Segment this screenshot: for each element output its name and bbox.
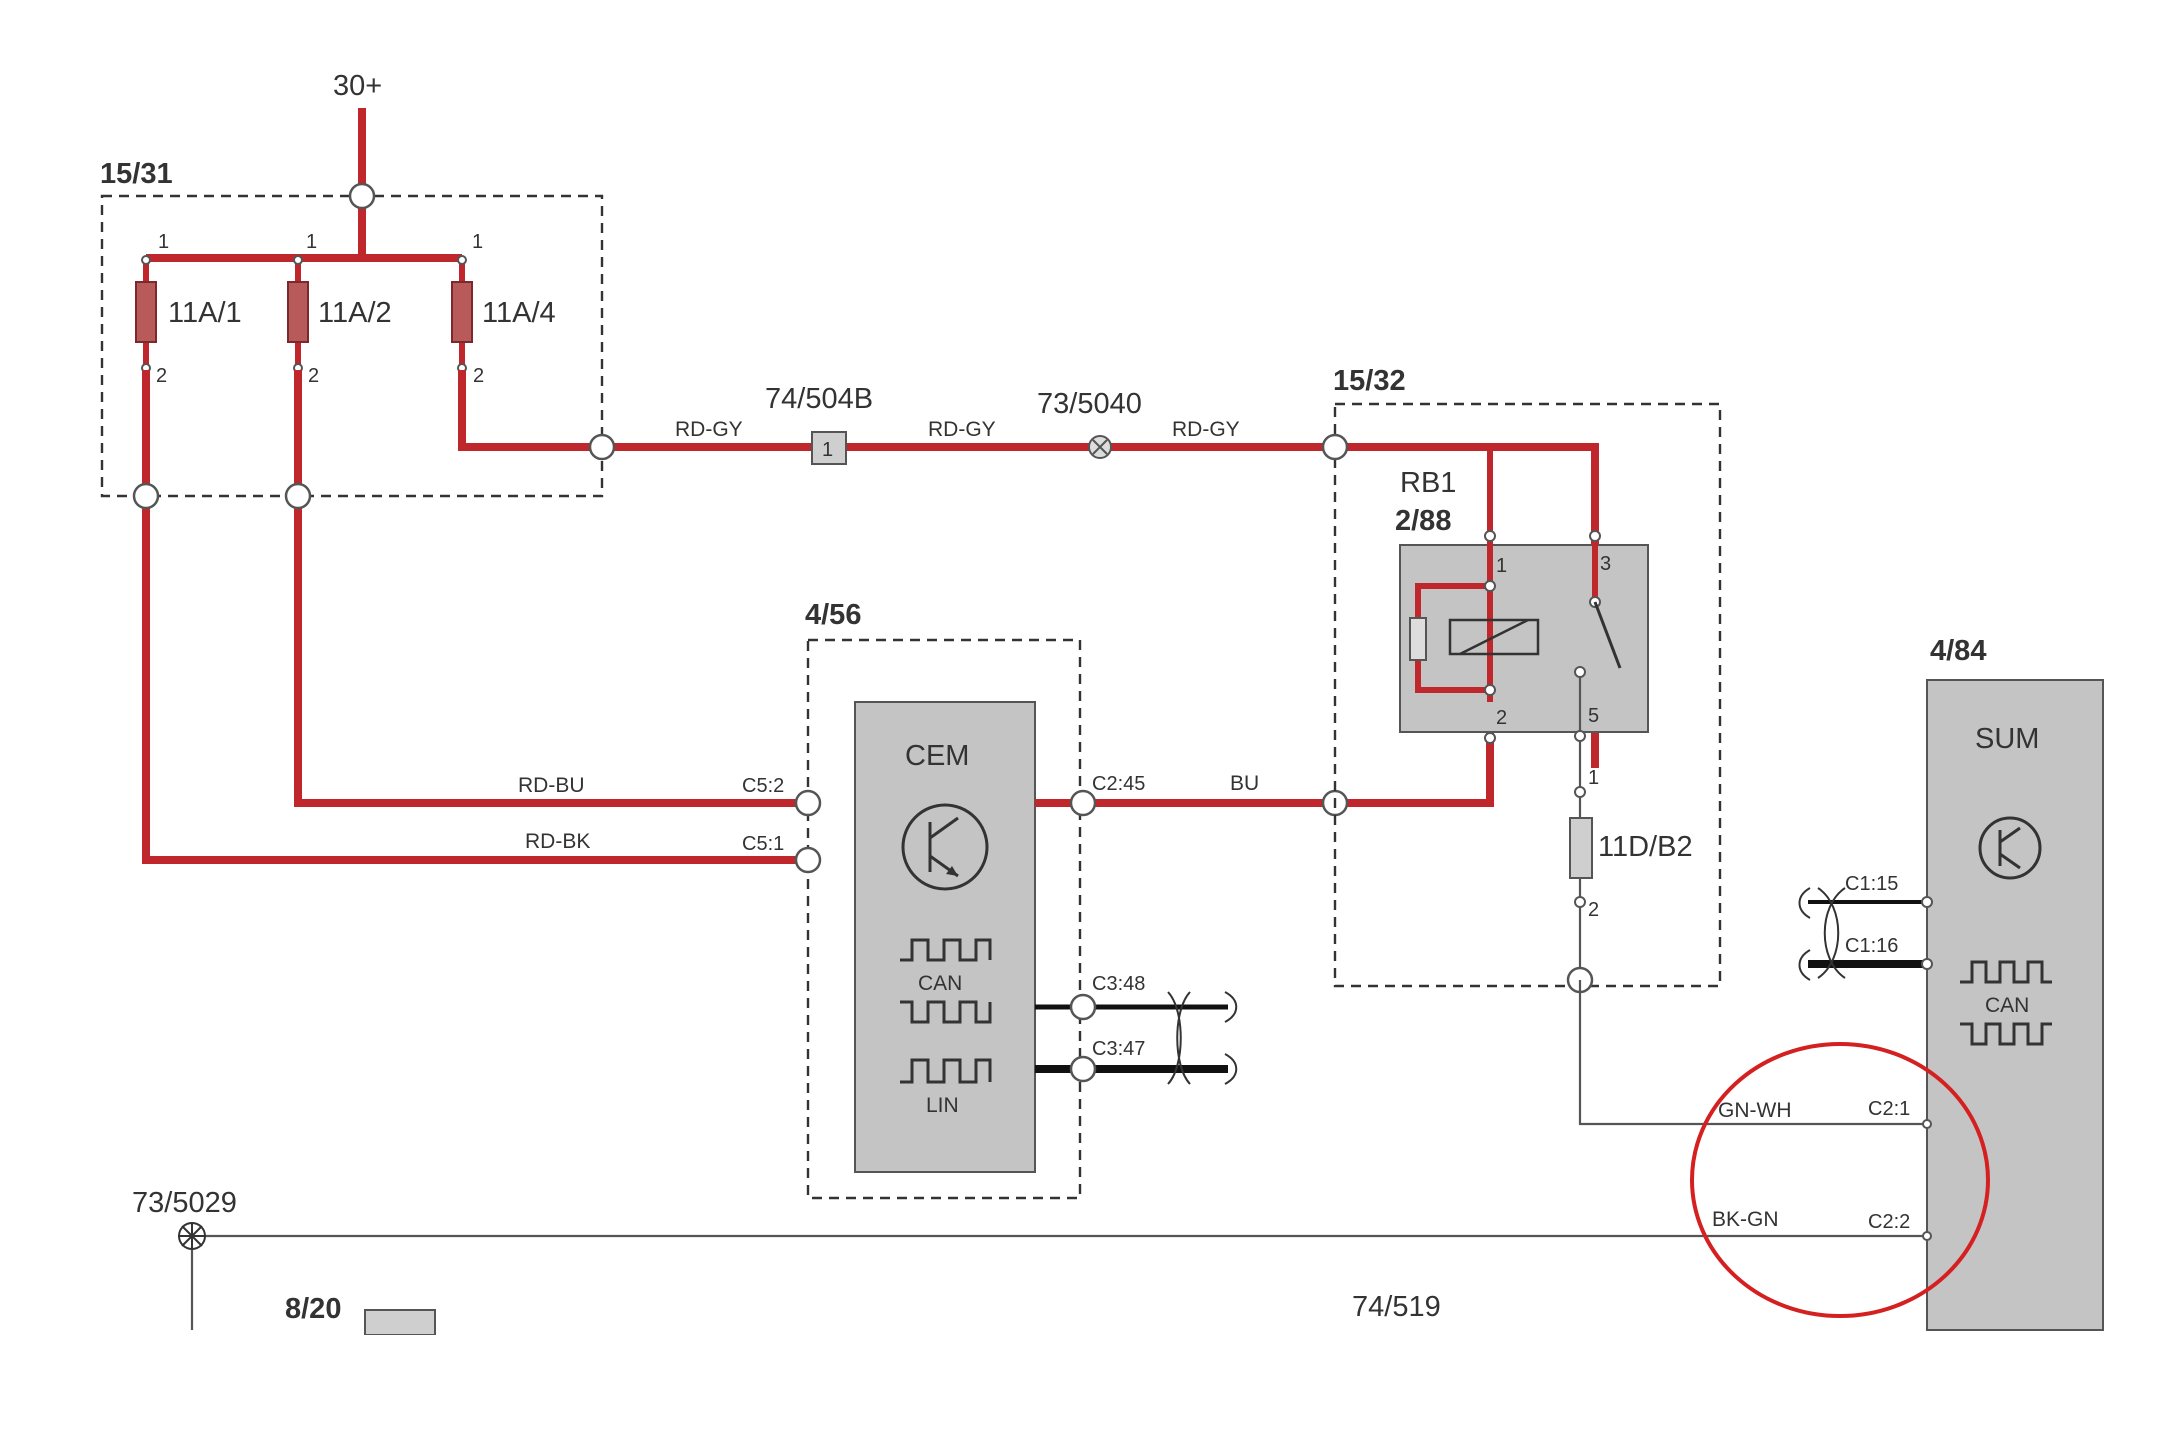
svg-text:1: 1 [158,231,169,253]
lin-waveform-icon [900,1058,992,1084]
svg-text:2: 2 [308,365,319,387]
fuse-11a-2: 1 2 11A/2 [287,231,392,387]
pin-c2-2: C2:2 [1868,1211,1910,1233]
wire-label-bk-gn: BK-GN [1712,1208,1779,1231]
relay-coil-icon [1448,618,1540,656]
module-8-20-label: 8/20 [285,1293,341,1325]
wire-label-gn-wh: GN-WH [1718,1099,1791,1122]
svg-text:1: 1 [472,231,483,253]
relay-box-id: 15/32 [1333,365,1406,397]
sum-can-label: CAN [1985,994,2029,1017]
node-rd-bu-exit [284,482,312,510]
node-c2-45 [1069,789,1097,817]
cem-name: CEM [905,740,969,772]
fuse-11a-4: 1 2 11A/4 [451,231,556,387]
relay-pin-3: 3 [1600,553,1611,575]
svg-text:11A/1: 11A/1 [168,297,242,329]
wire-label-rd-gy-1: RD-GY [675,418,743,441]
node-c5-2 [794,789,822,817]
cem-can-label: CAN [918,972,962,995]
connector-74-504b-pin: 1 [822,439,833,461]
relay-pin-2: 2 [1496,707,1507,729]
relay-diode [1409,617,1427,661]
fuse-11d-b2-pin-1: 1 [1588,767,1599,789]
module-8-20 [364,1309,436,1336]
sum-transistor-icon [1978,816,2042,880]
splice-73-5029-label: 73/5029 [132,1187,237,1219]
cem-lin-label: LIN [926,1094,959,1117]
node-c3-47 [1069,1055,1097,1083]
wire-rd-bk [142,370,808,864]
fuse-11d-b2 [1569,817,1593,879]
supply-bus [146,108,462,262]
pin-c5-1: C5:1 [742,833,784,855]
supply-node [348,182,376,210]
pin-c2-1: C2:1 [1868,1098,1910,1120]
splice-73-5040-label: 73/5040 [1037,388,1142,420]
fuse-box-id: 15/31 [100,158,173,190]
pin-c2-45: C2:45 [1092,773,1145,795]
cem-id: 4/56 [805,599,861,631]
cem-module [854,701,1036,1173]
can-waveform-icon [900,938,992,1024]
highlight-circle [1690,1042,1990,1318]
svg-text:2: 2 [156,365,167,387]
bottom-crop-band [0,1335,2173,1441]
pin-c1-16: C1:16 [1845,935,1898,957]
fuse-11a-1: 1 2 11A/1 [135,231,242,387]
fuse-box-outline [100,194,604,498]
supply-label: 30+ [333,70,382,102]
transistor-icon [901,803,989,891]
relay-pin-1: 1 [1496,555,1507,577]
relay-name: RB1 [1400,467,1456,499]
svg-text:11A/4: 11A/4 [482,297,556,329]
sum-module [1926,679,2104,1331]
pin-c3-47: C3:47 [1092,1038,1145,1060]
svg-text:2: 2 [473,365,484,387]
twisted-pair-icon-cem [1167,991,1238,1085]
sum-name: SUM [1975,723,2039,755]
sum-can-waveform-icon [1960,960,2052,1046]
relay-box-outline [1333,402,1722,988]
wire-label-rd-bu: RD-BU [518,774,585,797]
node-c5-1 [794,846,822,874]
fuse-box-exit-node [588,433,616,461]
pin-c3-48: C3:48 [1092,973,1145,995]
connector-74-504b [811,431,847,465]
twisted-pair-icon-sum [1798,887,1846,981]
wire-label-bu: BU [1230,772,1259,795]
wire-gn-wh [1578,980,1927,1126]
svg-text:11A/2: 11A/2 [318,297,392,329]
wire-label-rd-gy-3: RD-GY [1172,418,1240,441]
relay-rb1 [1399,544,1649,733]
cem-outline [806,638,1082,1200]
relay-switch-icon [1593,601,1622,669]
splice-73-5040 [1088,435,1112,459]
fuse-11d-b2-pin-2: 2 [1588,899,1599,921]
connector-74-504b-label: 74/504B [765,383,873,415]
wire-label-rd-gy-2: RD-GY [928,418,996,441]
fuse-11d-b2-label: 11D/B2 [1598,831,1693,863]
pin-c1-15: C1:15 [1845,873,1898,895]
node-c3-48 [1069,993,1097,1021]
splice-73-5029 [178,1222,206,1250]
svg-text:1: 1 [306,231,317,253]
connector-74-519-label: 74/519 [1352,1291,1441,1323]
relay-coil-slash [1459,618,1529,656]
relay-ref: 2/88 [1395,505,1451,537]
sum-id: 4/84 [1930,635,1986,667]
relay-pin-5: 5 [1588,705,1599,727]
wire-label-rd-bk: RD-BK [525,830,590,853]
node-relay-box-input [1321,433,1349,461]
pin-c5-2: C5:2 [742,775,784,797]
node-rd-bk-exit [132,482,160,510]
wire-rd-bu [294,370,808,807]
